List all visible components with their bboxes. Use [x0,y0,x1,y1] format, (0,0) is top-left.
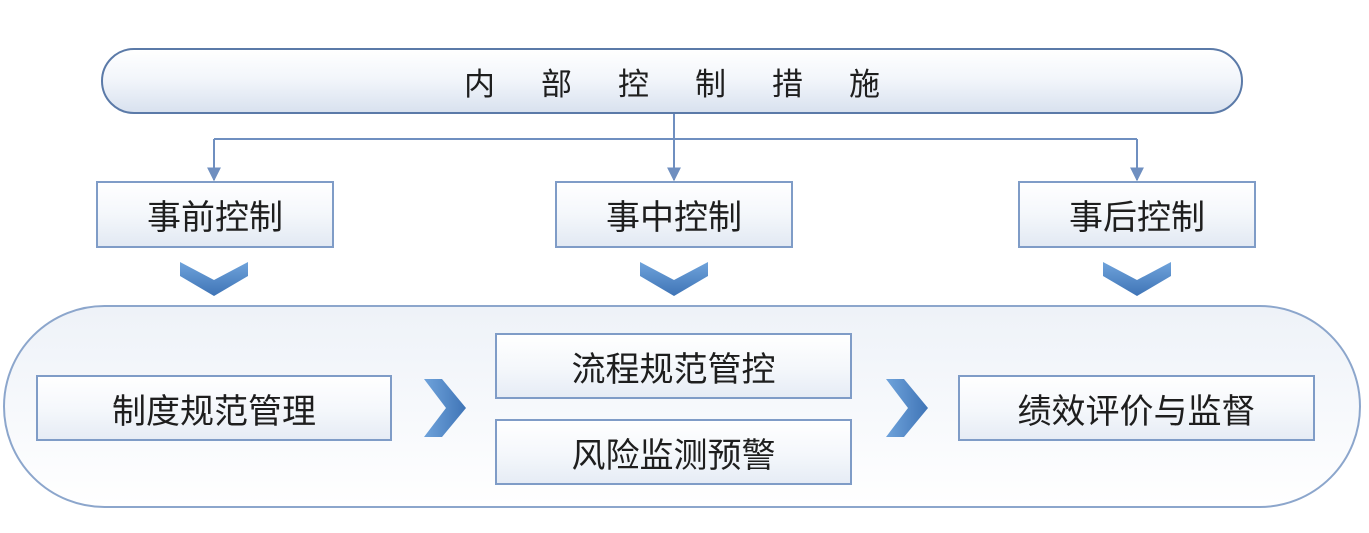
chevron-down-icon [180,262,248,296]
chevron-down-icon [1103,262,1171,296]
root-node-label: 内部控制措施 [464,66,926,103]
chevron-down-icon [640,262,708,296]
process-label: 流程规范管控 [571,349,776,390]
process-label: 制度规范管理 [112,391,316,432]
root-node: 内部控制措施 [101,48,1243,114]
process-performance-evaluation: 绩效评价与监督 [958,375,1315,441]
stage-label: 事后控制 [1069,198,1205,238]
process-system-management: 制度规范管理 [36,375,392,441]
process-flow-control: 流程规范管控 [495,333,852,399]
stage-label: 事前控制 [147,198,283,238]
process-risk-monitoring: 风险监测预警 [495,419,852,485]
stage-post-control: 事后控制 [1018,181,1256,248]
stage-label: 事中控制 [606,198,742,238]
stage-mid-control: 事中控制 [555,181,793,248]
process-label: 风险监测预警 [571,435,776,476]
stage-pre-control: 事前控制 [96,181,334,248]
process-label: 绩效评价与监督 [1017,391,1256,432]
